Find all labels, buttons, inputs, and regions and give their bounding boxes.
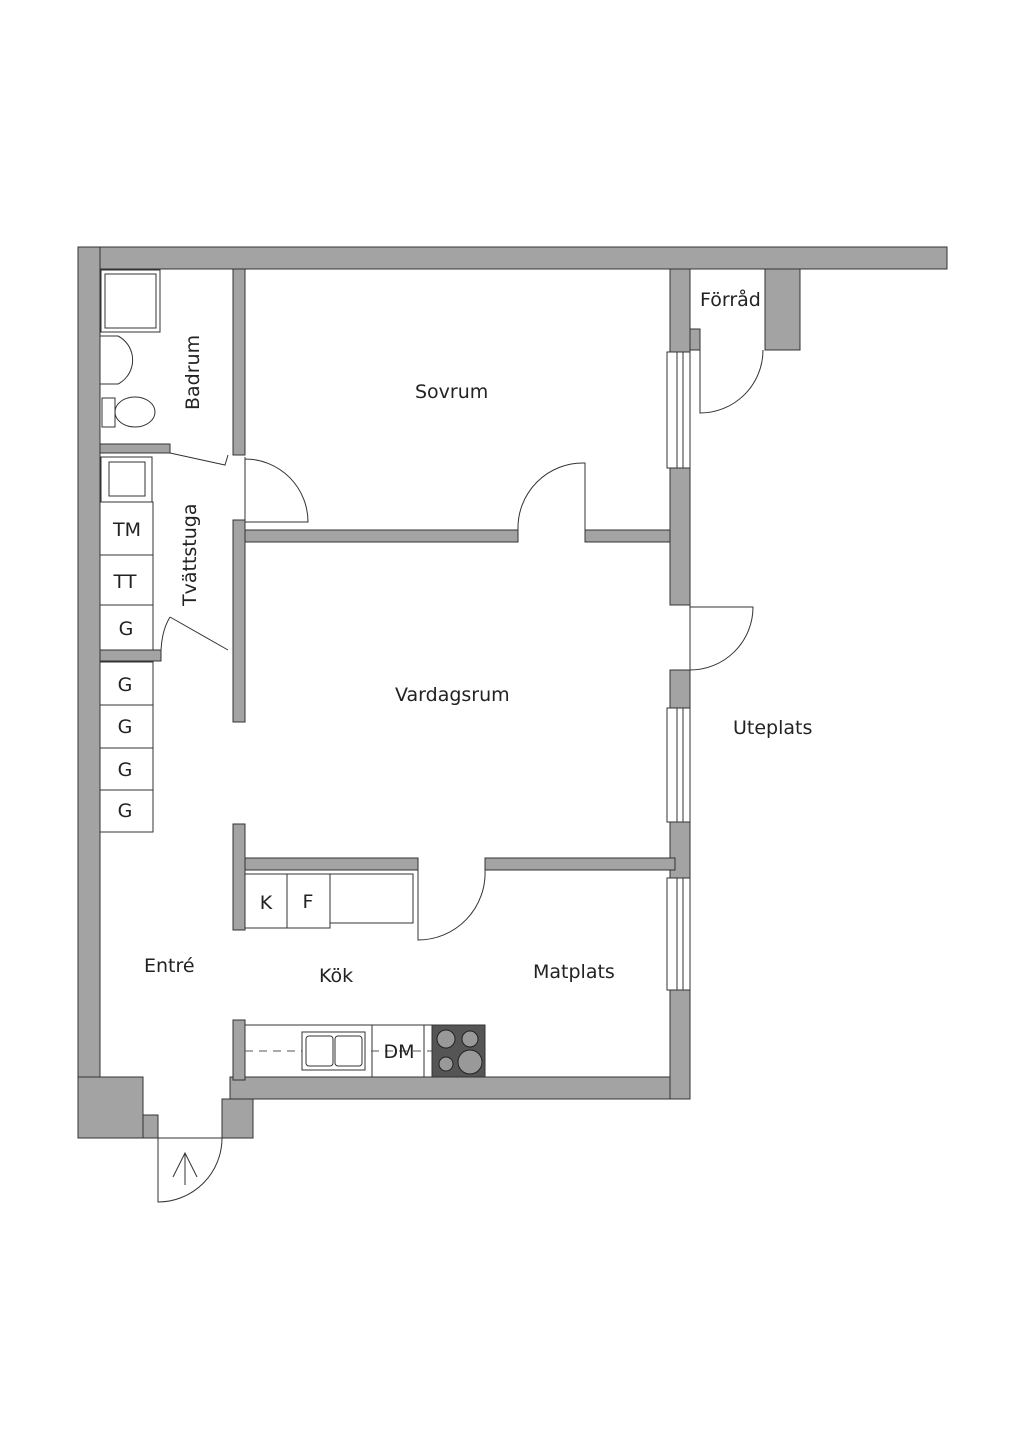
windows: [666, 351, 691, 991]
fixture-label-tm: TM: [112, 519, 141, 541]
room-label-entre: Entré: [144, 955, 195, 977]
walls: [77, 246, 948, 1139]
fixture-label-g: G: [118, 759, 133, 781]
fixture-label-g: G: [118, 674, 133, 696]
sink-icon: [301, 1031, 366, 1071]
room-label-matplats: Matplats: [533, 961, 615, 983]
room-labels: Badrum Sovrum Förråd Tvättstuga Vardagsr…: [144, 288, 812, 987]
fixture-label-g: G: [118, 716, 133, 738]
room-label-kok: Kök: [319, 965, 353, 987]
cabinets: [99, 501, 486, 1078]
fixture-label-dm: DM: [383, 1041, 414, 1063]
toilet-icon: [101, 397, 116, 428]
entrance-arrow-icon: [172, 1151, 198, 1185]
fixture-label-f: F: [303, 891, 314, 913]
fixture-labels: TM TT G G G G G K F DM: [112, 519, 415, 1063]
room-label-tvattstuga: Tvättstuga: [179, 504, 201, 608]
stove-icon: [431, 1024, 486, 1078]
washbasin-icon: [99, 335, 134, 385]
fixture-label-g: G: [119, 618, 134, 640]
room-label-badrum: Badrum: [182, 335, 204, 410]
room-label-uteplats: Uteplats: [733, 717, 812, 739]
fixture-label-g: G: [118, 800, 133, 822]
fixture-label-tt: TT: [113, 571, 137, 593]
fixture-label-k: K: [260, 892, 273, 914]
room-label-sovrum: Sovrum: [415, 381, 488, 403]
bathroom-fixtures: [99, 269, 161, 503]
doors: [157, 349, 764, 1203]
room-label-vardagsrum: Vardagsrum: [395, 684, 510, 706]
room-label-forrad: Förråd: [700, 288, 761, 311]
